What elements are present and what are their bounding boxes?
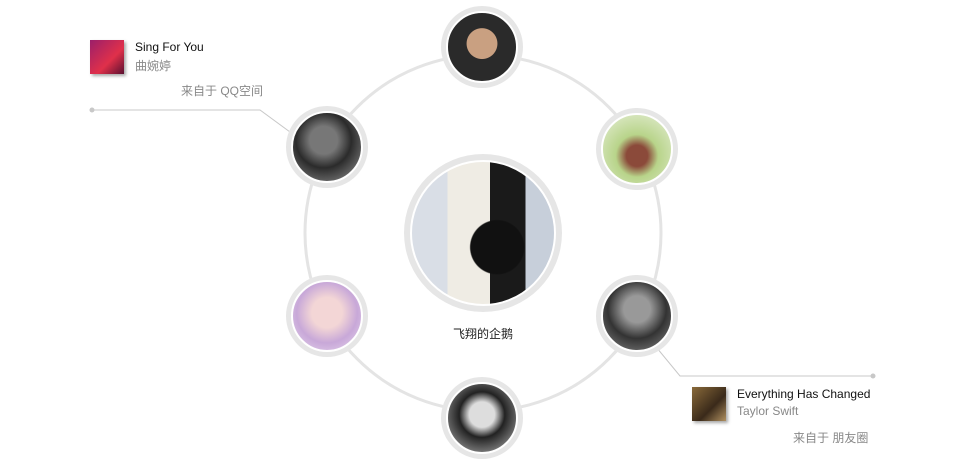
connector-line-left xyxy=(92,109,291,133)
avatar-girl-bw-icon xyxy=(446,382,518,454)
connector-dot-right xyxy=(870,373,876,379)
center-avatar[interactable] xyxy=(404,154,562,312)
center-user-name: 飞翔的企鹅 xyxy=(452,327,513,341)
friend-avatar-bottom[interactable] xyxy=(441,377,523,459)
song-title[interactable]: Sing For You xyxy=(135,40,204,54)
friend-avatar-top-left[interactable] xyxy=(286,106,368,188)
album-cover-icon[interactable] xyxy=(90,40,124,74)
album-cover-icon[interactable] xyxy=(692,387,726,421)
friend-avatar-top[interactable] xyxy=(441,6,523,88)
avatar-man-hand-icon xyxy=(601,280,673,352)
connector-line-right xyxy=(651,341,873,377)
connector-dot-left xyxy=(89,107,95,113)
avatar-boy-laptop-icon xyxy=(291,111,363,183)
song-artist: 曲婉婷 xyxy=(135,59,172,73)
avatar-peace-sign-icon xyxy=(291,280,363,352)
song-artist: Taylor Swift xyxy=(737,404,799,418)
avatar-girl-ponytail-icon xyxy=(601,113,673,185)
share-source: 来自于 朋友圈 xyxy=(793,431,869,445)
penguin-avatar-icon xyxy=(410,160,556,306)
avatar-man-glasses-icon xyxy=(446,11,518,83)
friend-avatar-bottom-left[interactable] xyxy=(286,275,368,357)
share-source: 来自于 QQ空间 xyxy=(181,84,264,98)
song-title[interactable]: Everything Has Changed xyxy=(737,387,871,401)
friend-avatar-bottom-right[interactable] xyxy=(596,275,678,357)
friend-avatar-top-right[interactable] xyxy=(596,108,678,190)
